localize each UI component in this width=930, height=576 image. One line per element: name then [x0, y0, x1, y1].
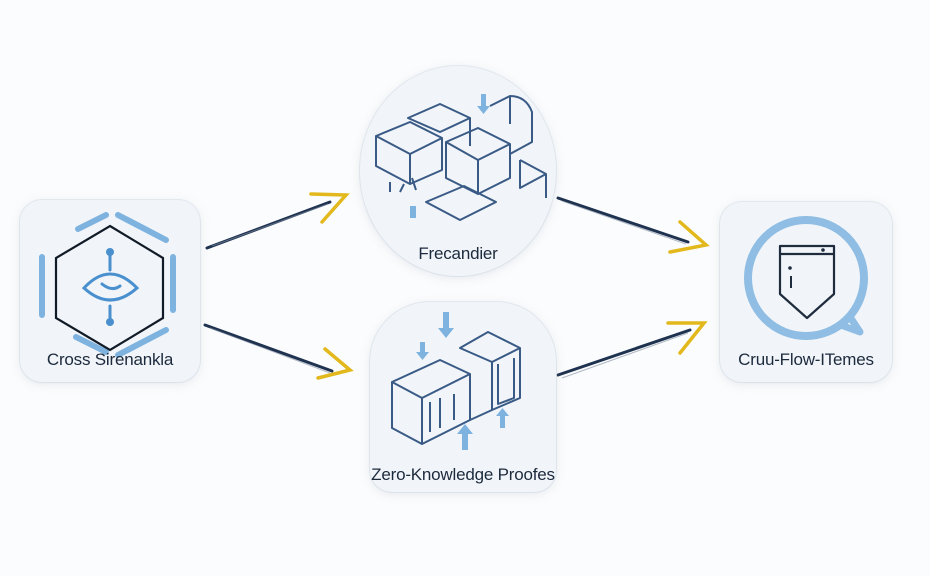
node-label: Cruu-Flow-ITemes [738, 350, 874, 369]
node-label: Zero-Knowledge Proofes [371, 465, 555, 484]
arrow-cross-to-frecandier [205, 192, 350, 250]
node-label: Cross Sirenankla [46, 350, 174, 369]
node-zero-knowledge-proofes[interactable]: Zero-Knowledge Proofes [370, 302, 556, 492]
node-label: Frecandier [418, 244, 498, 263]
shield-search-icon [744, 216, 868, 340]
isometric-boxes-icon [391, 312, 521, 450]
arrow-cross-to-zkp [203, 323, 354, 380]
isometric-blocks-icon [375, 94, 547, 221]
node-frecandier[interactable]: Frecandier [360, 66, 556, 276]
hexagon-eye-icon [39, 212, 176, 358]
node-cross-sirenankla[interactable]: Cross Sirenankla [20, 200, 200, 382]
node-cruu-flow-itemes[interactable]: Cruu-Flow-ITemes [720, 202, 892, 382]
arrow-frecandier-to-cruu [556, 196, 710, 254]
arrow-zkp-to-cruu [556, 321, 708, 379]
